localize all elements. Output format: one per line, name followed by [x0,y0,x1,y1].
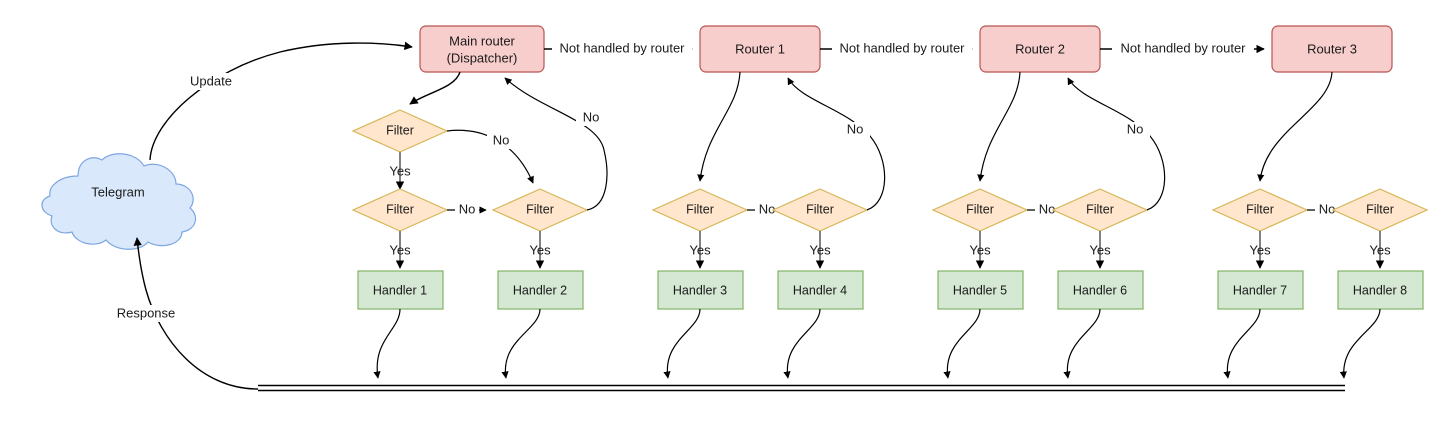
router-3-node[interactable]: Router 3 [1271,25,1393,73]
handler-8-label: Handler 8 [1353,283,1407,297]
filter-5-node[interactable]: Filter [1211,188,1309,232]
router-2-node[interactable]: Router 2 [979,25,1101,73]
edge-filterC-no-back [504,77,608,211]
edge-handler1-to-merge [373,308,401,379]
filter-1-node[interactable]: Filter [651,188,749,232]
edge-label-response: Response [117,305,176,320]
edge-label-yes-2: Yes [389,242,411,257]
router-1-label: Router 1 [735,41,785,56]
handler-6-label: Handler 6 [1073,283,1127,297]
handler-2-label: Handler 2 [513,283,567,297]
main-router-label-line2: (Dispatcher) [447,50,518,65]
filter-b-node[interactable]: Filter [351,188,449,232]
edge-router3-to-filter5 [1257,71,1333,182]
telegram-cloud: Telegram [41,153,197,250]
handler-3-node[interactable]: Handler 3 [657,270,744,310]
filter-a-label: Filter [386,123,414,137]
router-1-node[interactable]: Router 1 [699,25,821,73]
filter-c-label: Filter [526,202,554,216]
edge-label-no-r1-row: No [759,201,776,216]
edge-label-not-handled-1: Not handled by router [559,40,685,55]
edge-handler8-to-merge [1339,308,1381,379]
handler-4-node[interactable]: Handler 4 [777,270,864,310]
edge-label-update: Update [190,73,232,88]
filter-3-label: Filter [966,202,994,216]
cloud-label: Telegram [91,184,144,199]
filter-4-node[interactable]: Filter [1051,188,1149,232]
edge-mainrouter-to-filterA [409,71,461,105]
response-merge-bar [258,384,1345,392]
main-router-label-line1: Main router [449,33,515,48]
edge-handler6-to-merge [1063,308,1101,379]
edge-filter4-no-back [1067,77,1166,211]
handler-1-node[interactable]: Handler 1 [357,270,444,310]
edge-label-no-main-top: No [493,132,510,147]
handler-2-node[interactable]: Handler 2 [497,270,584,310]
edge-label-yes-8: Yes [1249,242,1271,257]
handler-5-node[interactable]: Handler 5 [937,270,1024,310]
edge-label-yes-4: Yes [689,242,711,257]
handler-6-node[interactable]: Handler 6 [1057,270,1144,310]
filter-6-node[interactable]: Filter [1331,188,1429,232]
edge-label-yes-3: Yes [529,242,551,257]
main-router-node[interactable]: Main router (Dispatcher) [419,25,545,73]
edge-handler7-to-merge [1223,308,1261,379]
handler-8-node[interactable]: Handler 8 [1337,270,1424,310]
filter-4-label: Filter [1086,202,1114,216]
edge-label-yes-5: Yes [809,242,831,257]
edge-handler4-to-merge [783,308,821,379]
filter-2-node[interactable]: Filter [771,188,869,232]
filter-5-label: Filter [1246,202,1274,216]
filter-a-node[interactable]: Filter [351,109,449,153]
router-3-label: Router 3 [1307,41,1357,56]
edge-router1-to-filter1 [697,71,741,182]
handler-5-label: Handler 5 [953,283,1007,297]
edge-label-yes-1: Yes [389,163,411,178]
edge-label-no-main-row: No [459,201,476,216]
edge-label-not-handled-3: Not handled by router [1120,40,1246,55]
handler-4-label: Handler 4 [793,283,847,297]
handler-1-label: Handler 1 [373,283,427,297]
edge-label-not-handled-2: Not handled by router [839,40,965,55]
edge-filter2-no-back [787,77,886,211]
router-2-label: Router 2 [1015,41,1065,56]
edge-label-yes-9: Yes [1369,242,1391,257]
handler-3-label: Handler 3 [673,283,727,297]
filter-6-label: Filter [1366,202,1394,216]
edge-label-no-main-back: No [583,109,600,124]
edge-handler5-to-merge [943,308,981,379]
edge-label-no-r1-back: No [847,121,864,136]
edge-label-no-r2-row: No [1039,201,1056,216]
edge-label-yes-6: Yes [969,242,991,257]
edge-label-no-r2-back: No [1127,121,1144,136]
filter-b-label: Filter [386,202,414,216]
filter-2-label: Filter [806,202,834,216]
filter-c-node[interactable]: Filter [491,188,589,232]
handler-7-label: Handler 7 [1233,283,1287,297]
handler-7-node[interactable]: Handler 7 [1217,270,1304,310]
edge-update [149,41,413,161]
filter-1-label: Filter [686,202,714,216]
edge-router2-to-filter3 [977,71,1021,182]
edge-label-yes-7: Yes [1089,242,1111,257]
filter-3-node[interactable]: Filter [931,188,1029,232]
edge-handler2-to-merge [501,308,541,379]
edge-label-no-r3-row: No [1319,201,1336,216]
edge-handler3-to-merge [663,308,701,379]
